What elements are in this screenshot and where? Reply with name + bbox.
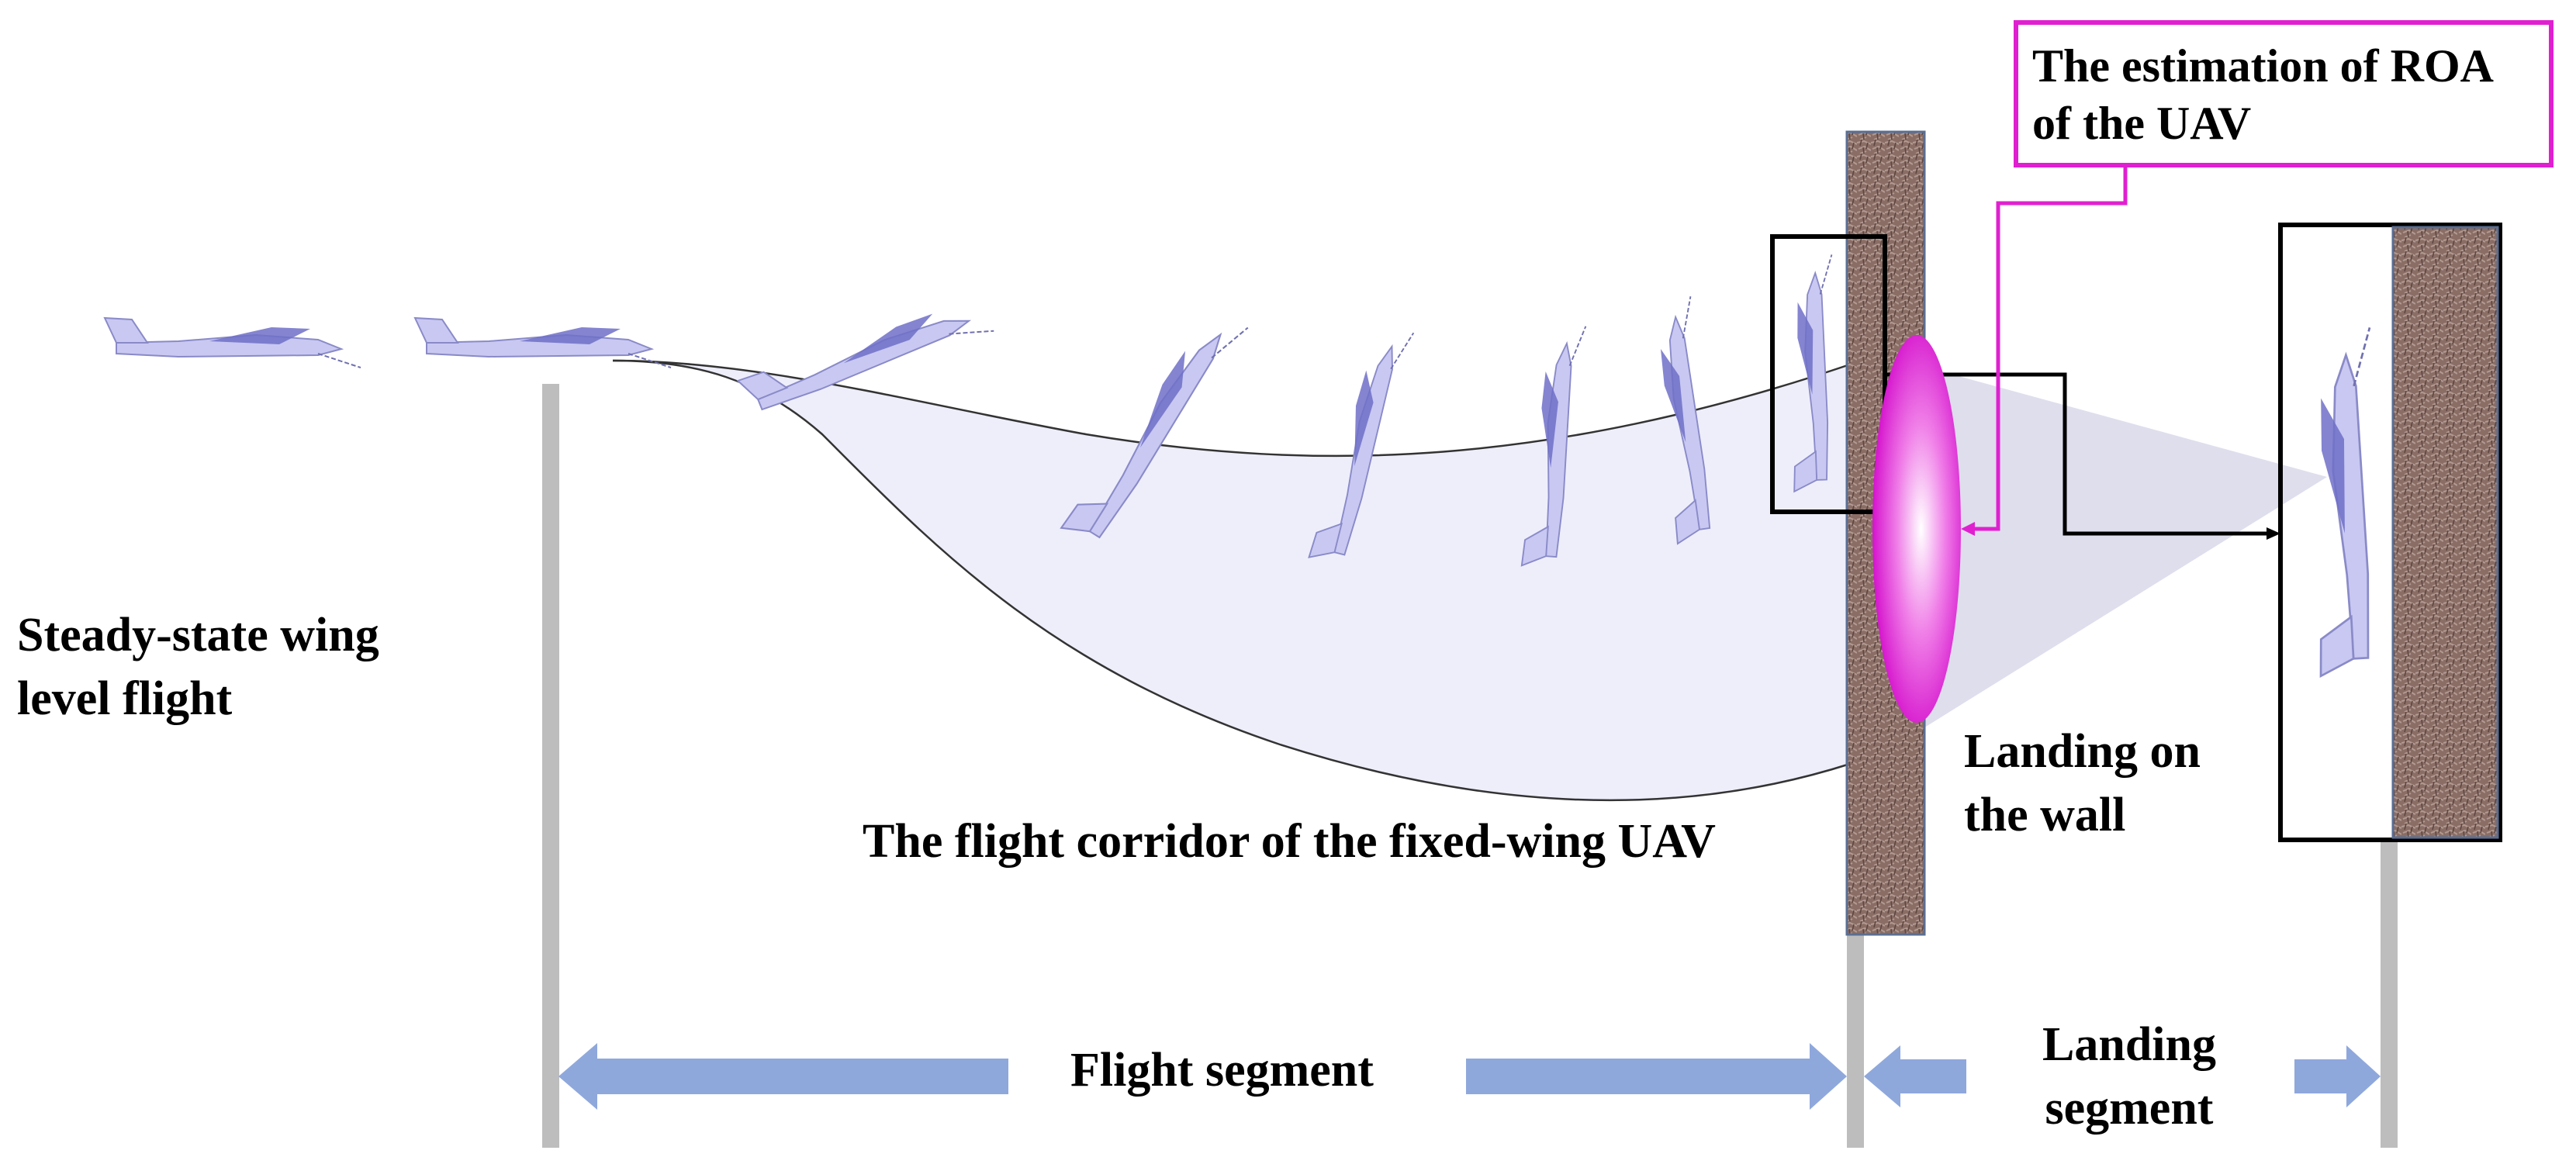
pole-landing-end (2381, 841, 2398, 1148)
aircraft-level-1 (104, 317, 361, 368)
pole-wall (1847, 931, 1864, 1148)
roa-callout-arrowhead (1961, 522, 1975, 536)
roa-estimation-callout: The estimation of ROA of the UAV (2014, 20, 2554, 168)
roa-projection-cone (1916, 364, 2327, 733)
flight-segment-right-arrow (1466, 1043, 1847, 1110)
zoom-detail-box (2278, 223, 2502, 842)
roa-ellipse (1872, 335, 1961, 723)
flight-segment-label: Flight segment (1070, 1044, 1374, 1097)
landing-on-wall-line-1: Landing on (1964, 725, 2201, 778)
roa-callout-line-2: of the UAV (2032, 98, 2252, 149)
landing-on-wall-line-2: the wall (1964, 789, 2126, 841)
landing-segment-left-arrow (1864, 1045, 1966, 1107)
roa-callout-line (1970, 168, 2128, 531)
steady-state-label: Steady-state wing level flight (17, 603, 379, 731)
landing-segment-line-2: segment (2045, 1082, 2214, 1135)
flight-corridor-label: The flight corridor of the fixed-wing UA… (863, 815, 1716, 868)
landing-segment-line-1: Landing (2042, 1018, 2217, 1071)
landing-on-wall-label: Landing on the wall (1964, 720, 2201, 847)
flight-segment-left-arrow (558, 1043, 1008, 1110)
zoom-connector (1885, 372, 2271, 536)
roa-callout-line-1: The estimation of ROA (2032, 40, 2494, 92)
steady-state-label-line-2: level flight (17, 672, 233, 725)
pole-flight-start (542, 384, 559, 1148)
steady-state-label-line-1: Steady-state wing (17, 609, 379, 661)
aircraft-landed-zoom (2301, 326, 2389, 678)
flight-corridor-region (613, 361, 1850, 800)
zoom-connector-arrowhead (2267, 527, 2280, 540)
landing-segment-right-arrow (2294, 1045, 2381, 1107)
zoom-detail-wall (2391, 226, 2499, 839)
landing-segment-label: Landing segment (1939, 1013, 2319, 1140)
